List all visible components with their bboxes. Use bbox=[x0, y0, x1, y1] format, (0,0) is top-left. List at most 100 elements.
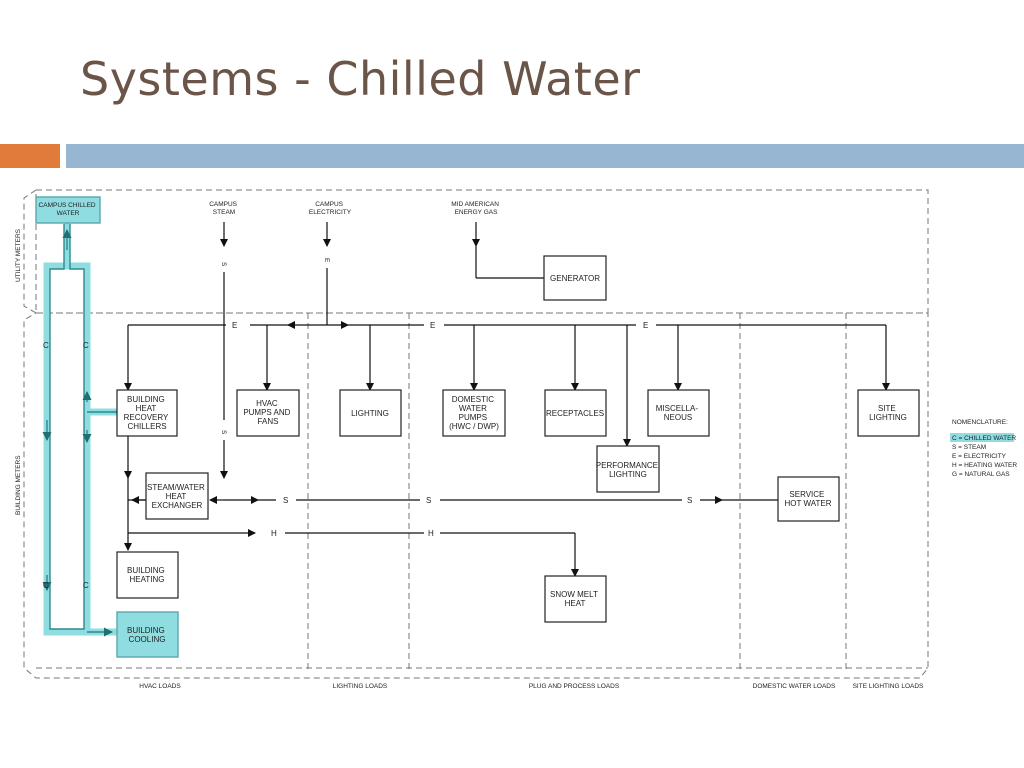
svg-text:BUILDING COOLING: BUILDING COOLING bbox=[127, 626, 167, 644]
svg-text:BUILDING HEAT RECO: BUILDING HEAT RECOVERY CHILLERS bbox=[124, 395, 171, 431]
load-site-lighting: SITE LIGHTING LOADS bbox=[853, 683, 924, 690]
hx-line1: STEAM/WATER bbox=[147, 483, 205, 492]
shw-line2: HOT WATER bbox=[785, 499, 832, 508]
steam-letter-2: S bbox=[426, 496, 431, 505]
source-gas: MID AMERICAN ENERGY GAS bbox=[451, 201, 544, 279]
perf-line1: PERFORMANCE bbox=[596, 461, 658, 470]
dwp-line3: PUMPS bbox=[459, 413, 487, 422]
nomenclature-item-2: E = ELECTRICITY bbox=[952, 453, 1007, 460]
steam-source-line2: STEAM bbox=[213, 209, 235, 216]
nomenclature-item-0: C = CHILLED WATER bbox=[952, 435, 1016, 442]
svg-text:STEAM/WATER HEAT E: STEAM/WATER HEAT EXCHANGER bbox=[147, 483, 207, 510]
accent-bar-blue bbox=[66, 144, 1024, 168]
nomenclature-legend: NOMENCLATURE: C = CHILLED WATER S = STEA… bbox=[950, 419, 1017, 478]
generator-label: GENERATOR bbox=[550, 274, 600, 283]
cooling-line2: COOLING bbox=[129, 635, 166, 644]
load-category-labels: HVAC LOADS LIGHTING LOADS PLUG AND PROCE… bbox=[139, 683, 924, 690]
legend-highlight bbox=[950, 433, 1014, 442]
source-campus-steam: CAMPUS STEAM S S bbox=[209, 201, 239, 479]
hvac-line3: FANS bbox=[258, 417, 279, 426]
hrc-line4: CHILLERS bbox=[127, 422, 166, 431]
svg-text:PERFORMANCE LIGHTING: PERFORMANCE LIGHTING bbox=[596, 461, 660, 479]
nomenclature-item-4: G = NATURAL GAS bbox=[952, 471, 1010, 478]
load-lighting: LIGHTING LOADS bbox=[333, 683, 388, 690]
slide-title: Systems - Chilled Water bbox=[80, 52, 641, 106]
site-lighting-line2: LIGHTING bbox=[869, 413, 907, 422]
cw-letter-c4: C bbox=[83, 581, 89, 590]
svg-text:BUILDING HEATING: BUILDING HEATING bbox=[127, 566, 167, 584]
cw-letter-c3: C bbox=[43, 581, 49, 590]
hvac-line1: HVAC bbox=[256, 399, 278, 408]
box-receptacles[interactable]: RECEPTACLES bbox=[544, 389, 607, 437]
nomenclature-item-3: H = HEATING WATER bbox=[952, 462, 1017, 469]
load-hvac: HVAC LOADS bbox=[139, 683, 181, 690]
box-building-cooling[interactable]: BUILDING COOLING bbox=[116, 611, 179, 658]
svg-text:SERVICE HOT WATER: SERVICE HOT WATER bbox=[785, 490, 832, 508]
site-lighting-line1: SITE bbox=[878, 404, 896, 413]
box-heat-recovery-chillers[interactable]: BUILDING HEAT RECOVERY CHILLERS bbox=[116, 389, 178, 437]
building-meters-frame bbox=[23, 312, 929, 679]
svg-text:MISCELLA- NEOUS: MISCELLA- NEOUS bbox=[656, 404, 700, 422]
steam-source-line1: CAMPUS bbox=[209, 201, 237, 208]
elec-source-letter: E bbox=[323, 258, 330, 263]
elec-source-line2: ELECTRICITY bbox=[309, 209, 352, 216]
heating-line1: BUILDING bbox=[127, 566, 165, 575]
cw-source-line2: WATER bbox=[57, 210, 80, 217]
dwp-line2: WATER bbox=[459, 404, 487, 413]
box-building-heating[interactable]: BUILDING HEATING bbox=[116, 551, 179, 599]
box-steam-water-hx[interactable]: STEAM/WATER HEAT EXCHANGER bbox=[145, 472, 209, 520]
box-lighting[interactable]: LIGHTING bbox=[339, 389, 402, 437]
box-hvac-pumps[interactable]: HVAC PUMPS AND FANS bbox=[236, 389, 300, 437]
heating-letter-1: H bbox=[271, 529, 277, 538]
shw-line1: SERVICE bbox=[789, 490, 824, 499]
source-campus-chilled-water: CAMPUS CHILLED WATER bbox=[35, 196, 101, 224]
snow-line1: SNOW MELT bbox=[550, 590, 598, 599]
svg-text:DOMESTIC WATER PUM: DOMESTIC WATER PUMPS (HWC / DWP) bbox=[449, 395, 499, 431]
source-campus-electricity: CAMPUS ELECTRICITY E bbox=[309, 201, 352, 325]
heating-water-line: H H bbox=[124, 435, 579, 577]
box-service-hot-water[interactable]: SERVICE HOT WATER bbox=[777, 476, 840, 522]
snow-line2: HEAT bbox=[565, 599, 586, 608]
perf-line2: LIGHTING bbox=[609, 470, 647, 479]
elec-letter-3: E bbox=[643, 321, 648, 330]
steam-letter-3: S bbox=[687, 496, 692, 505]
box-miscellaneous[interactable]: MISCELLA- NEOUS bbox=[647, 389, 710, 437]
elec-letter-2: E bbox=[430, 321, 435, 330]
utility-meters-label: UTILITY METERS bbox=[15, 228, 22, 282]
misc-line2: NEOUS bbox=[664, 413, 692, 422]
steam-line: S S S bbox=[128, 496, 778, 505]
dwp-line1: DOMESTIC bbox=[452, 395, 494, 404]
elec-letter-1: E bbox=[232, 321, 237, 330]
svg-text:SITE LIGHTING: SITE LIGHTING bbox=[869, 404, 907, 422]
svg-text:CAMPUS STEAM: CAMPUS STEAM bbox=[209, 201, 239, 216]
chilled-water-loop: C C C C bbox=[42, 222, 117, 637]
steam-letter-vertical: S bbox=[220, 430, 227, 435]
dwp-line4: (HWC / DWP) bbox=[449, 422, 499, 431]
box-snow-melt-heat[interactable]: SNOW MELT HEAT bbox=[544, 575, 607, 623]
gas-source-line1: MID AMERICAN bbox=[451, 201, 499, 208]
box-performance-lighting[interactable]: PERFORMANCE LIGHTING bbox=[596, 445, 660, 493]
load-plug-process: PLUG AND PROCESS LOADS bbox=[529, 683, 620, 690]
cw-letter-c2: C bbox=[83, 341, 89, 350]
svg-text:HVAC PUMPS AND FAN: HVAC PUMPS AND FANS bbox=[243, 399, 292, 426]
hrc-line1: BUILDING bbox=[127, 395, 165, 404]
misc-line1: MISCELLA- bbox=[656, 404, 699, 413]
steam-letter-1: S bbox=[283, 496, 288, 505]
electricity-bus: E E E bbox=[124, 321, 890, 447]
hrc-line3: RECOVERY bbox=[124, 413, 169, 422]
nomenclature-heading: NOMENCLATURE: bbox=[952, 419, 1008, 426]
svg-text:MID AMERICAN ENERGY GAS: MID AMERICAN ENERGY GAS bbox=[451, 201, 500, 216]
box-domestic-water-pumps[interactable]: DOMESTIC WATER PUMPS (HWC / DWP) bbox=[442, 389, 506, 437]
svg-text:SNOW MELT HEAT: SNOW MELT HEAT bbox=[550, 590, 600, 608]
heating-line2: HEATING bbox=[130, 575, 165, 584]
hrc-line2: HEAT bbox=[136, 404, 157, 413]
box-site-lighting[interactable]: SITE LIGHTING bbox=[857, 389, 920, 437]
heating-letter-2: H bbox=[428, 529, 434, 538]
box-generator[interactable]: GENERATOR bbox=[543, 255, 607, 301]
cw-letter-c1: C bbox=[43, 341, 49, 350]
lighting-label: LIGHTING bbox=[351, 409, 389, 418]
elec-source-line1: CAMPUS bbox=[315, 201, 343, 208]
load-domestic-water: DOMESTIC WATER LOADS bbox=[753, 683, 836, 690]
cw-source-line1: CAMPUS CHILLED bbox=[39, 202, 96, 209]
